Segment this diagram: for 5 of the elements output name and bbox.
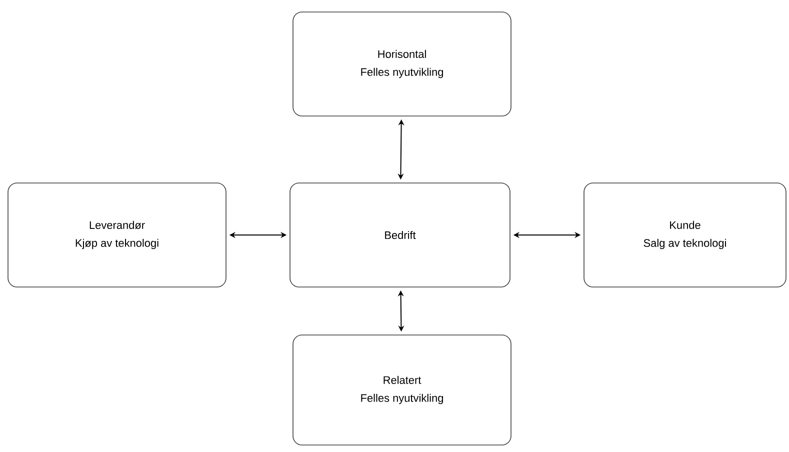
process-box: Leverandør Kjøp av teknologi — [8, 182, 226, 288]
process-box: Relatert Felles nyutvikling — [292, 334, 512, 446]
process-box: Horisontal Felles nyutvikling — [292, 12, 512, 116]
process-box: Kunde Salg av teknologi — [584, 182, 786, 288]
process-box: Bedrift — [290, 182, 510, 288]
